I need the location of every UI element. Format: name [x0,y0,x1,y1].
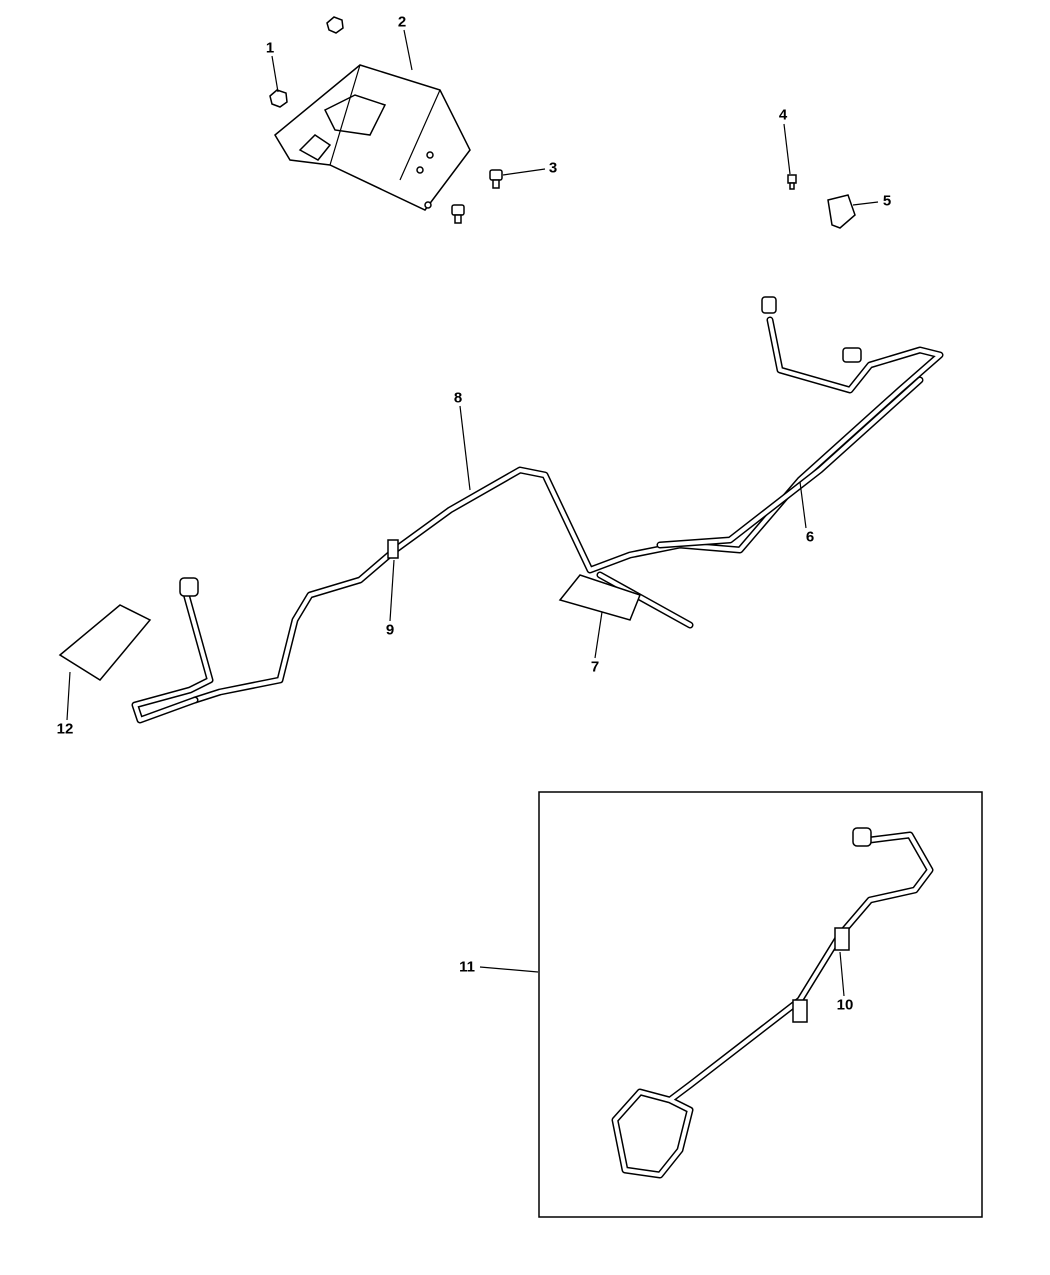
callout-9: 9 [385,621,395,639]
callout-2: 2 [397,13,407,31]
fuel-tube [131,296,944,724]
callout-3: 3 [548,159,558,177]
callout-1: 1 [265,39,275,57]
callout-7: 7 [590,658,600,676]
tube-bracket [558,574,641,621]
callout-8: 8 [453,389,463,407]
callout-5: 5 [882,192,892,210]
callout-10: 10 [836,996,854,1014]
callout-4: 4 [778,106,788,124]
callout-12: 12 [56,720,74,738]
tube-clip [387,539,399,559]
bolt [451,169,797,224]
callout-11: 11 [459,958,475,976]
callout-6: 6 [805,528,815,546]
leader-lines [66,29,879,997]
tube-retainer [58,604,152,681]
inset-frame [538,791,983,1218]
inset-fuel-tube [611,827,934,1179]
mounting-bracket [274,64,471,211]
clip [827,194,856,229]
nut [269,16,344,108]
